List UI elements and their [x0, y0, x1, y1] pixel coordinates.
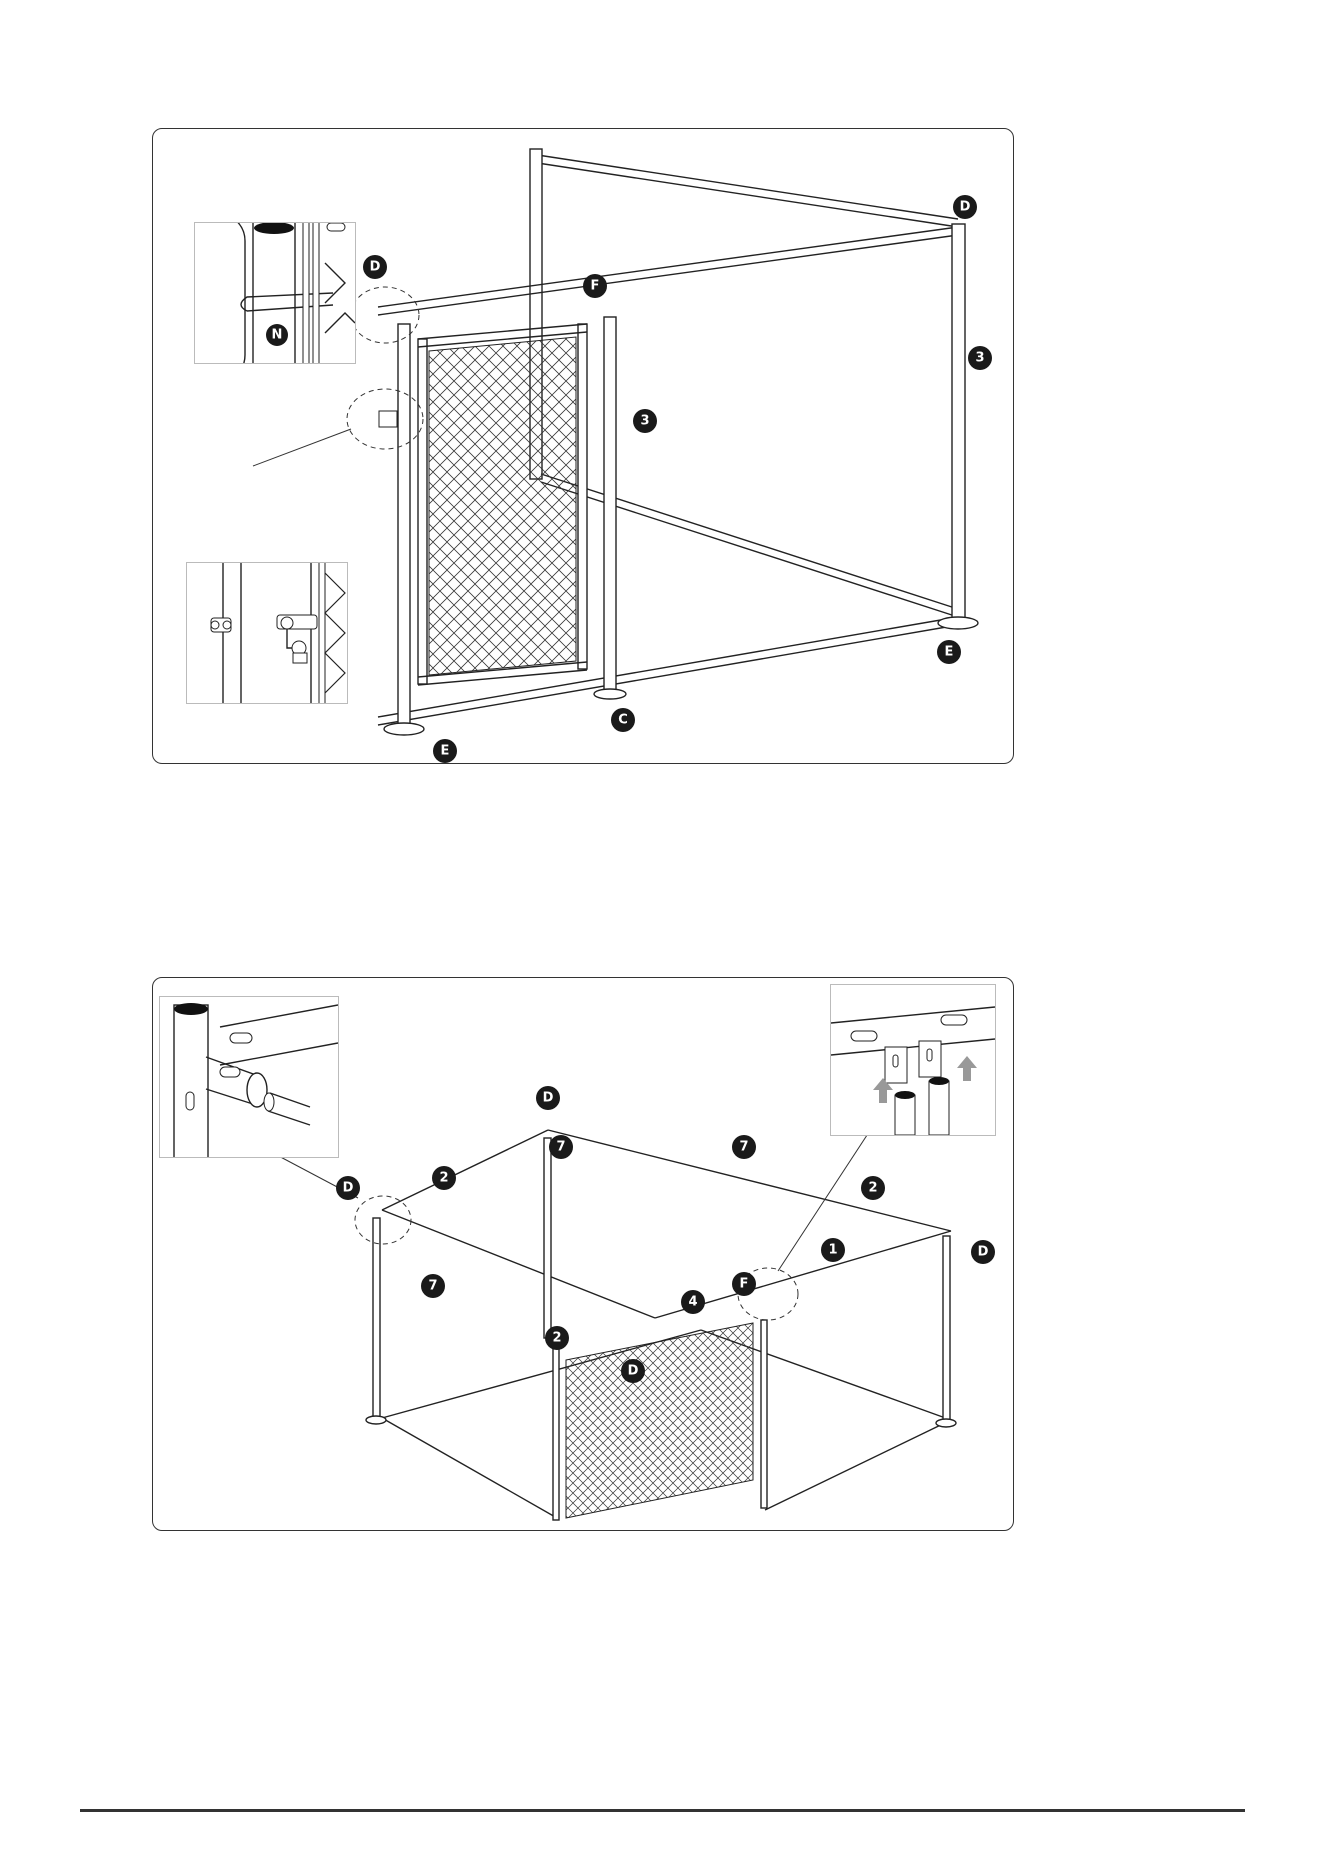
- svg-text:7: 7: [739, 1140, 748, 1155]
- svg-text:2: 2: [439, 1171, 448, 1186]
- left-corner-pole: [373, 1218, 380, 1418]
- latch-detail-inset: [186, 562, 348, 704]
- label-d-top: D: [536, 1086, 560, 1110]
- label-1: 1: [821, 1238, 845, 1262]
- gate-frame-left: [418, 339, 427, 684]
- label-f: F: [583, 274, 607, 298]
- label-e-left: E: [433, 739, 457, 763]
- assembly-step-gate-panel: D D F 3 3 E C E N: [152, 128, 1014, 764]
- label-4: 4: [681, 1290, 705, 1314]
- gate-latch: [379, 411, 397, 427]
- back-top-rail: [531, 154, 958, 219]
- svg-text:F: F: [740, 1277, 749, 1292]
- svg-text:2: 2: [868, 1181, 877, 1196]
- label-n: N: [266, 324, 288, 346]
- corner-callout: [355, 1196, 411, 1244]
- corner-connector-inset: [159, 996, 339, 1158]
- svg-text:3: 3: [640, 414, 649, 429]
- svg-text:D: D: [343, 1181, 354, 1196]
- left-base-foot: [384, 723, 424, 735]
- svg-text:D: D: [628, 1364, 639, 1379]
- rear-center-pole: [544, 1138, 551, 1338]
- label-7-left: 7: [421, 1274, 445, 1298]
- chain-link-mesh: [429, 337, 576, 675]
- svg-text:1: 1: [828, 1243, 837, 1258]
- label-d-right: D: [971, 1240, 995, 1264]
- label-pole-mid: 3: [633, 409, 657, 433]
- middle-base-foot: [594, 689, 626, 699]
- label-2-right: 2: [861, 1176, 885, 1200]
- gate-side-pole: [604, 317, 616, 692]
- footer-rule: [80, 1809, 1245, 1812]
- svg-text:C: C: [618, 713, 628, 728]
- up-arrow-icon: [957, 1056, 977, 1081]
- right-corner-pole: [943, 1236, 950, 1420]
- hinge-detail-inset: N: [194, 222, 356, 364]
- svg-text:7: 7: [556, 1140, 565, 1155]
- label-2-front: 2: [545, 1326, 569, 1350]
- assembly-step-frame-panel: D D D D F 7 7 7 2 2 2 1 4: [152, 977, 1014, 1531]
- svg-text:4: 4: [688, 1295, 697, 1310]
- label-f: F: [732, 1272, 756, 1296]
- left-pole: [398, 324, 410, 724]
- label-pole-right: 3: [968, 346, 992, 370]
- right-pole: [952, 224, 965, 619]
- label-7-top-left: 7: [549, 1135, 573, 1159]
- label-d-left: D: [336, 1176, 360, 1200]
- label-d-left: D: [363, 255, 387, 279]
- svg-text:E: E: [441, 744, 450, 759]
- label-c: C: [611, 708, 635, 732]
- svg-text:N: N: [272, 328, 283, 343]
- svg-text:F: F: [591, 279, 600, 294]
- label-d-right: D: [953, 195, 977, 219]
- label-7-top-right: 7: [732, 1135, 756, 1159]
- svg-text:E: E: [945, 645, 954, 660]
- hinge-callout: [351, 287, 419, 343]
- label-2-top-left: 2: [432, 1166, 456, 1190]
- svg-text:D: D: [370, 260, 381, 275]
- svg-text:3: 3: [975, 351, 984, 366]
- svg-text:2: 2: [552, 1331, 561, 1346]
- gate-mesh: [566, 1323, 753, 1518]
- right-base-foot: [938, 617, 978, 629]
- svg-text:7: 7: [428, 1279, 437, 1294]
- label-e-right: E: [937, 640, 961, 664]
- side-top-rail: [378, 227, 958, 307]
- gate-hinge-pole: [553, 1340, 559, 1520]
- label-d-front: D: [621, 1359, 645, 1383]
- svg-text:D: D: [960, 200, 971, 215]
- svg-text:D: D: [543, 1091, 554, 1106]
- top-rail-front-left: [382, 1210, 655, 1318]
- svg-text:D: D: [978, 1245, 989, 1260]
- top-rail-rear-left: [382, 1130, 548, 1210]
- junction-detail-inset: [830, 984, 996, 1136]
